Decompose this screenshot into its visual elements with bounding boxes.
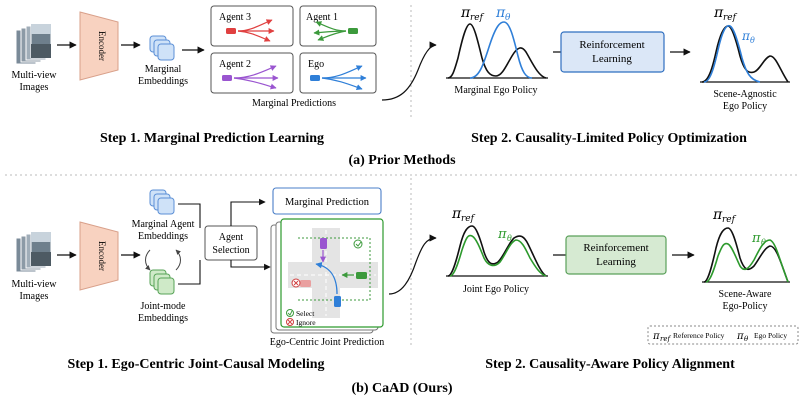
arrow-to-joint-prediction [230,260,271,271]
pi-theta-aware: π [751,231,761,246]
pi-ref-aware: π [712,207,723,223]
agent-3-label: Agent 3 [219,12,251,23]
input-label-top-1: Multi-view [12,70,58,81]
aware-label-1: Scene-Aware [719,289,773,300]
joint-embed-label-1: Joint-mode [141,301,187,312]
encoder-label-top: Encoder [97,31,107,61]
pi-theta-joint: π [497,227,507,242]
aware-label-2: Ego-Policy [723,301,768,312]
pi-ref-aware-sub: ref [722,215,737,225]
joint-policy-label: Joint Ego Policy [463,284,529,295]
pi-theta-top-sub: θ [505,13,511,23]
caption-prior: (a) Prior Methods [348,153,456,168]
rl-label-bottom-1: Reinforcement [583,242,648,254]
agent-box-1: Agent 1 [299,5,377,47]
ignore-label: Ignore [296,318,316,327]
rl-box-bottom [565,235,667,275]
marginal-prediction-box [272,187,382,215]
legend-pi-theta: π [736,331,744,342]
encoder-label-bottom: Encoder [97,241,107,271]
encoder-bottom [79,221,119,291]
marginal-prediction-label: Marginal Prediction [285,197,370,208]
pi-ref-joint: π [451,206,462,222]
joint-embed-label-2: Embeddings [138,313,188,324]
pi-ref-agnostic: π [713,5,724,21]
legend-theta-label: Ego Policy [754,331,787,340]
agent-embed-label-1: Marginal Agent [132,219,195,230]
pi-theta-agnostic: π [741,29,751,43]
agent-box-ego: Ego [299,52,377,94]
step2-top: Step 2. Causality-Limited Policy Optimiz… [471,131,747,146]
agent-embeddings-stack [149,189,175,215]
rl-label-top-1: Reinforcement [579,39,644,51]
rl-label-top-2: Learning [592,53,632,65]
joint-prediction-label: Ego-Centric Joint Prediction [270,337,384,348]
agent-1-label: Agent 1 [306,12,338,23]
embeddings-label-1: Marginal [145,64,182,75]
step2-bottom: Step 2. Causality-Aware Policy Alignment [485,357,735,372]
step1-bottom: Step 1. Ego-Centric Joint-Causal Modelin… [67,357,324,372]
agent-embed-label-2: Embeddings [138,231,188,242]
cycle-arrows [145,249,181,271]
arrow-to-marginal-prediction [230,198,266,226]
pi-ref-top-sub: ref [470,13,485,23]
scene-agnostic-plot [700,24,790,83]
joint-ego-policy-plot [446,225,548,277]
policy-legend: π ref Reference Policy π θ Ego Policy [647,325,799,345]
caption-caad: (b) CaAD (Ours) [351,381,452,396]
arrow-joint-policy [388,234,437,295]
pi-theta-joint-sub: θ [507,234,512,243]
joint-prediction-cards [270,218,384,334]
ego-label: Ego [308,59,324,70]
rl-label-bottom-2: Learning [596,256,636,268]
select-label: Select [296,309,315,318]
line-embed-selection [178,203,201,228]
pi-theta-aware-sub: θ [761,238,766,247]
joint-embeddings-stack [149,269,175,295]
legend-ref-label: Reference Policy [673,331,725,340]
input-label-top-2: Images [20,82,49,93]
input-label-bottom-2: Images [20,291,49,302]
agent-box-3: Agent 3 [210,5,294,47]
input-label-bottom-1: Multi-view [12,279,58,290]
encoder-top [79,11,119,81]
legend-pi-ref: π [652,331,660,342]
select-legend: Select Ignore [286,309,316,327]
legend-pi-ref-sub: ref [660,335,671,343]
marginal-policy-label: Marginal Ego Policy [454,85,537,96]
agent-box-2: Agent 2 [210,52,294,94]
marginal-predictions-label: Marginal Predictions [252,98,336,109]
step1-top: Step 1. Marginal Prediction Learning [100,131,324,146]
agent-2-label: Agent 2 [219,59,251,70]
marginal-embeddings-stack [149,35,175,61]
multiview-images-top [15,23,52,65]
pi-theta-agnostic-sub: θ [750,36,755,45]
multiview-images-bottom [15,231,52,273]
agnostic-label-1: Scene-Agnostic [713,89,777,100]
agent-selection-label-1: Agent [219,232,244,243]
pi-theta-top: π [495,5,506,21]
line-joint-selection [178,260,201,285]
legend-pi-theta-sub: θ [744,335,749,343]
arrow-predictions-policy-top [381,41,437,101]
agnostic-label-2: Ego Policy [723,101,767,112]
pi-ref-agnostic-sub: ref [723,13,738,23]
agent-selection-label-2: Selection [212,245,249,256]
embeddings-label-2: Embeddings [138,76,188,87]
scene-aware-plot [702,227,790,283]
pi-ref-joint-sub: ref [461,214,476,224]
pi-ref-top: π [460,5,471,21]
rl-box-top [560,31,665,73]
marginal-ego-policy-plot [446,21,548,79]
